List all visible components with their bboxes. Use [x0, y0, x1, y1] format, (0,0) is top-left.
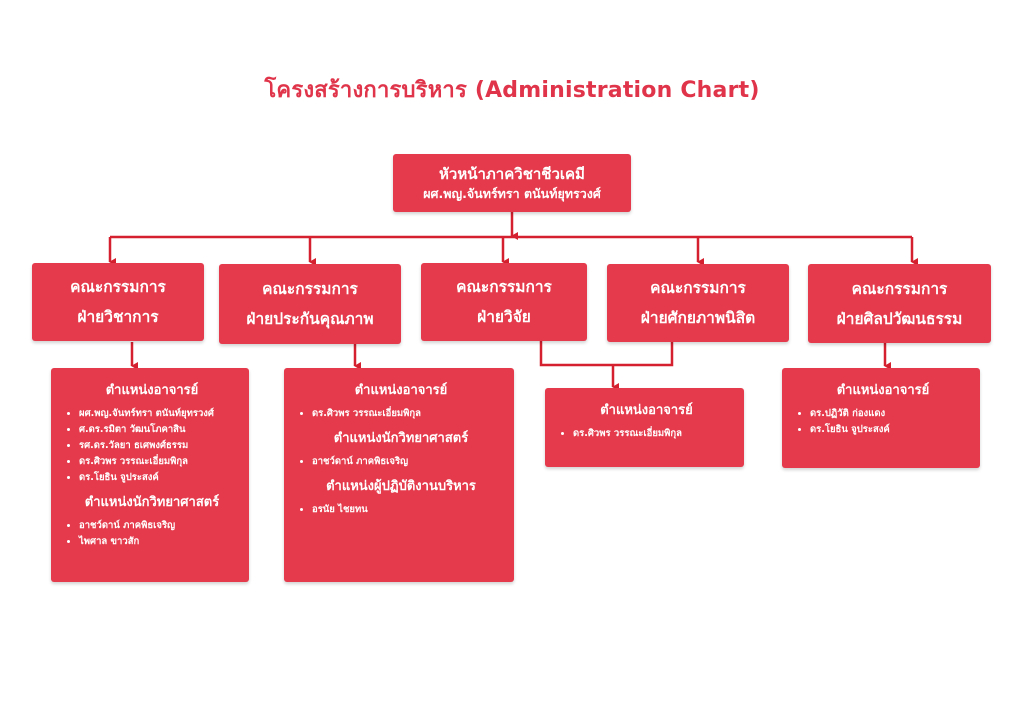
members-card-academic: ตำแหน่งอาจารย์ ผศ.พญ.จันทร์ทรา ตนันท์ยุท…	[51, 368, 249, 582]
member-item: ดร.ศิวพร วรรณะเอี่ยมพิกุล	[79, 454, 241, 470]
member-item: อาชว์ดาน์ ภาคพิธเจริญ	[79, 518, 241, 534]
dept-name: ฝ่ายวิจัย	[477, 308, 531, 326]
member-item: ดร.ศิวพร วรรณะเอี่ยมพิกุล	[573, 426, 736, 442]
dept-name: ฝ่ายประกันคุณภาพ	[246, 310, 374, 328]
dept-student-potential: คณะกรรมการ ฝ่ายศักยภาพนิสิต	[607, 264, 789, 342]
member-item: ผศ.พญ.จันทร์ทรา ตนันท์ยุทรวงศ์	[79, 406, 241, 422]
member-item: อรนัย ไชยทน	[312, 502, 506, 518]
member-item: อาชว์ดาน์ ภาคพิธเจริญ	[312, 454, 506, 470]
dept-name: ฝ่ายศักยภาพนิสิต	[640, 309, 756, 327]
member-item: ดร.โยธิน จูประสงค์	[79, 470, 241, 486]
member-item: ศ.ดร.รมิตา วัฒนโภคาสิน	[79, 422, 241, 438]
dept-label: คณะกรรมการ	[650, 279, 746, 297]
head-box: หัวหน้าภาควิชาชีวเคมี ผศ.พญ.จันทร์ทรา ตน…	[393, 154, 631, 212]
members-card-quality: ตำแหน่งอาจารย์ ดร.ศิวพร วรรณะเอี่ยมพิกุล…	[284, 368, 514, 582]
member-item: ดร.โยธิน จูประสงค์	[810, 422, 972, 438]
member-section: ตำแหน่งอาจารย์ ดร.ปฏิวัติ ก่องแดง ดร.โยธ…	[794, 380, 972, 438]
member-section: ตำแหน่งอาจารย์ ดร.ศิวพร วรรณะเอี่ยมพิกุล	[557, 400, 736, 442]
member-section: ตำแหน่งนักวิทยาศาสตร์ อาชว์ดาน์ ภาคพิธเจ…	[63, 492, 241, 550]
dept-quality: คณะกรรมการ ฝ่ายประกันคุณภาพ	[219, 264, 401, 344]
head-title: หัวหน้าภาควิชาชีวเคมี	[439, 165, 585, 183]
head-name: ผศ.พญ.จันทร์ทรา ตนันท์ยุทรวงศ์	[423, 186, 601, 201]
dept-academic: คณะกรรมการ ฝ่ายวิชาการ	[32, 263, 204, 341]
section-title: ตำแหน่งอาจารย์	[600, 403, 693, 418]
dept-label: คณะกรรมการ	[851, 279, 948, 298]
member-section: ตำแหน่งอาจารย์ ผศ.พญ.จันทร์ทรา ตนันท์ยุท…	[63, 380, 241, 486]
section-title: ตำแหน่งนักวิทยาศาสตร์	[333, 431, 469, 446]
chart-title: โครงสร้างการบริหาร (Administration Chart…	[264, 78, 760, 103]
member-section: ตำแหน่งผู้ปฏิบัติงานบริหาร อรนัย ไชยทน	[296, 476, 506, 518]
connector-card-3	[539, 341, 674, 367]
dept-label: คณะกรรมการ	[70, 278, 166, 296]
member-section: ตำแหน่งอาจารย์ ดร.ศิวพร วรรณะเอี่ยมพิกุล	[296, 380, 506, 422]
section-title: ตำแหน่งอาจารย์	[836, 383, 930, 398]
members-card-arts: ตำแหน่งอาจารย์ ดร.ปฏิวัติ ก่องแดง ดร.โยธ…	[782, 368, 980, 468]
section-title: ตำแหน่งนักวิทยาศาสตร์	[84, 495, 220, 510]
section-title: ตำแหน่งผู้ปฏิบัติงานบริหาร	[326, 479, 476, 494]
member-item: ไพศาล ขาวสัก	[79, 534, 241, 550]
dept-name: ฝ่ายศิลปวัฒนธรรม	[836, 309, 963, 328]
section-title: ตำแหน่งอาจารย์	[105, 383, 199, 398]
member-section: ตำแหน่งนักวิทยาศาสตร์ อาชว์ดาน์ ภาคพิธเจ…	[296, 428, 506, 470]
member-item: ดร.ศิวพร วรรณะเอี่ยมพิกุล	[312, 406, 506, 422]
section-title: ตำแหน่งอาจารย์	[354, 383, 448, 398]
dept-label: คณะกรรมการ	[262, 280, 358, 298]
dept-arts-culture: คณะกรรมการ ฝ่ายศิลปวัฒนธรรม	[808, 264, 991, 343]
dept-research: คณะกรรมการ ฝ่ายวิจัย	[421, 263, 587, 341]
dept-name: ฝ่ายวิชาการ	[77, 308, 159, 326]
dept-label: คณะกรรมการ	[456, 278, 552, 296]
members-card-research: ตำแหน่งอาจารย์ ดร.ศิวพร วรรณะเอี่ยมพิกุล	[545, 388, 744, 467]
member-item: รศ.ดร.วัลยา ธเศพงศ์ธรรม	[79, 438, 241, 454]
member-item: ดร.ปฏิวัติ ก่องแดง	[810, 406, 972, 422]
